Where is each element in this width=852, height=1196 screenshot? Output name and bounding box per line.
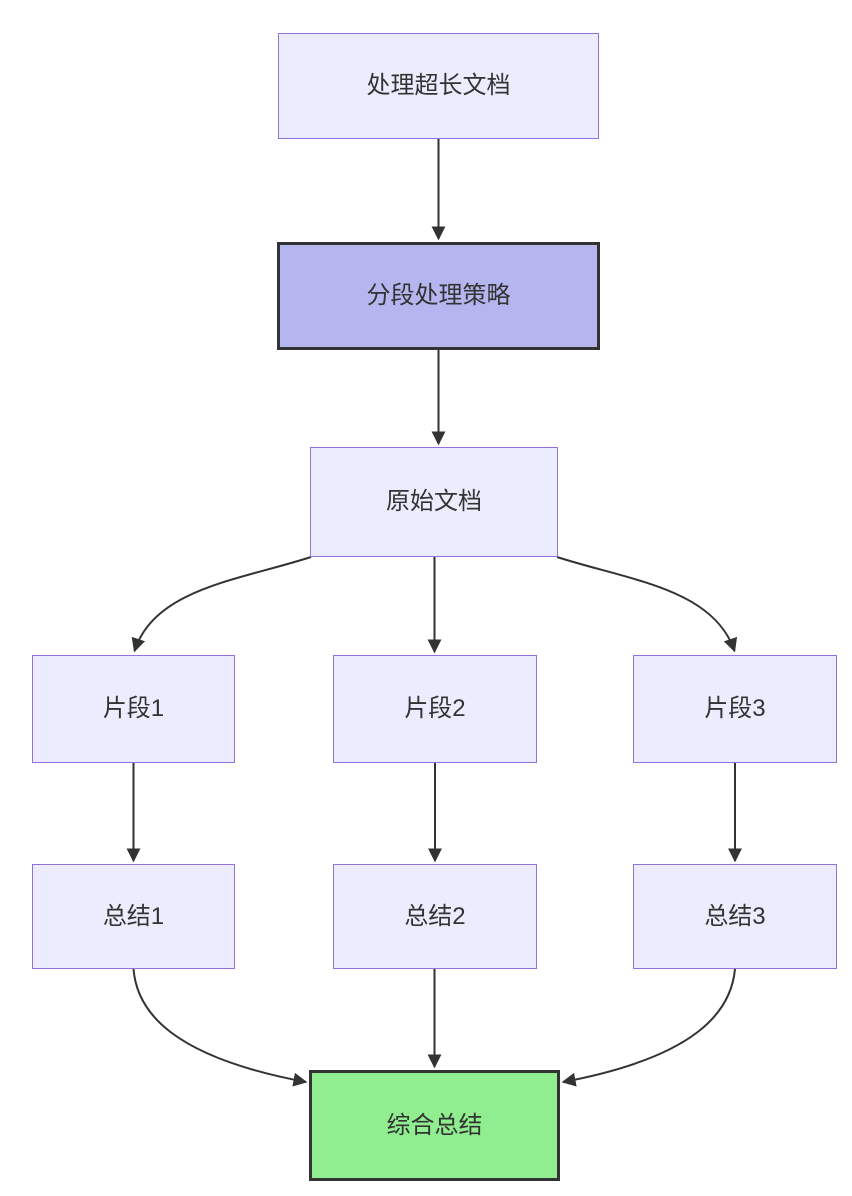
edge-g-to-j bbox=[132, 968, 308, 1087]
node-label: 原始文档 bbox=[386, 488, 482, 516]
node-summary-2: 总结2 bbox=[333, 864, 537, 969]
node-label: 片段2 bbox=[404, 695, 466, 723]
node-label: 总结3 bbox=[704, 902, 766, 930]
node-summary-3: 总结3 bbox=[633, 864, 837, 969]
node-original-document: 原始文档 bbox=[310, 447, 558, 557]
node-label: 综合总结 bbox=[386, 1111, 483, 1139]
node-label: 总结1 bbox=[102, 902, 165, 930]
edge-i-to-j bbox=[561, 968, 736, 1087]
node-fragment-3: 片段3 bbox=[633, 655, 837, 763]
node-label: 片段3 bbox=[704, 695, 766, 723]
node-label: 片段1 bbox=[102, 695, 165, 723]
node-label: 分段处理策略 bbox=[366, 282, 511, 310]
node-fragment-1: 片段1 bbox=[32, 655, 235, 763]
node-summary-1: 总结1 bbox=[32, 864, 235, 969]
node-fragment-2: 片段2 bbox=[333, 655, 537, 763]
node-label: 总结2 bbox=[404, 902, 466, 930]
edge-c-to-f bbox=[556, 556, 738, 653]
node-segmentation-strategy: 分段处理策略 bbox=[277, 242, 600, 350]
edge-c-to-d bbox=[131, 556, 312, 653]
node-combined-summary: 综合总结 bbox=[309, 1070, 560, 1181]
node-process-long-document: 处理超长文档 bbox=[278, 33, 599, 139]
node-label: 处理超长文档 bbox=[366, 72, 511, 100]
